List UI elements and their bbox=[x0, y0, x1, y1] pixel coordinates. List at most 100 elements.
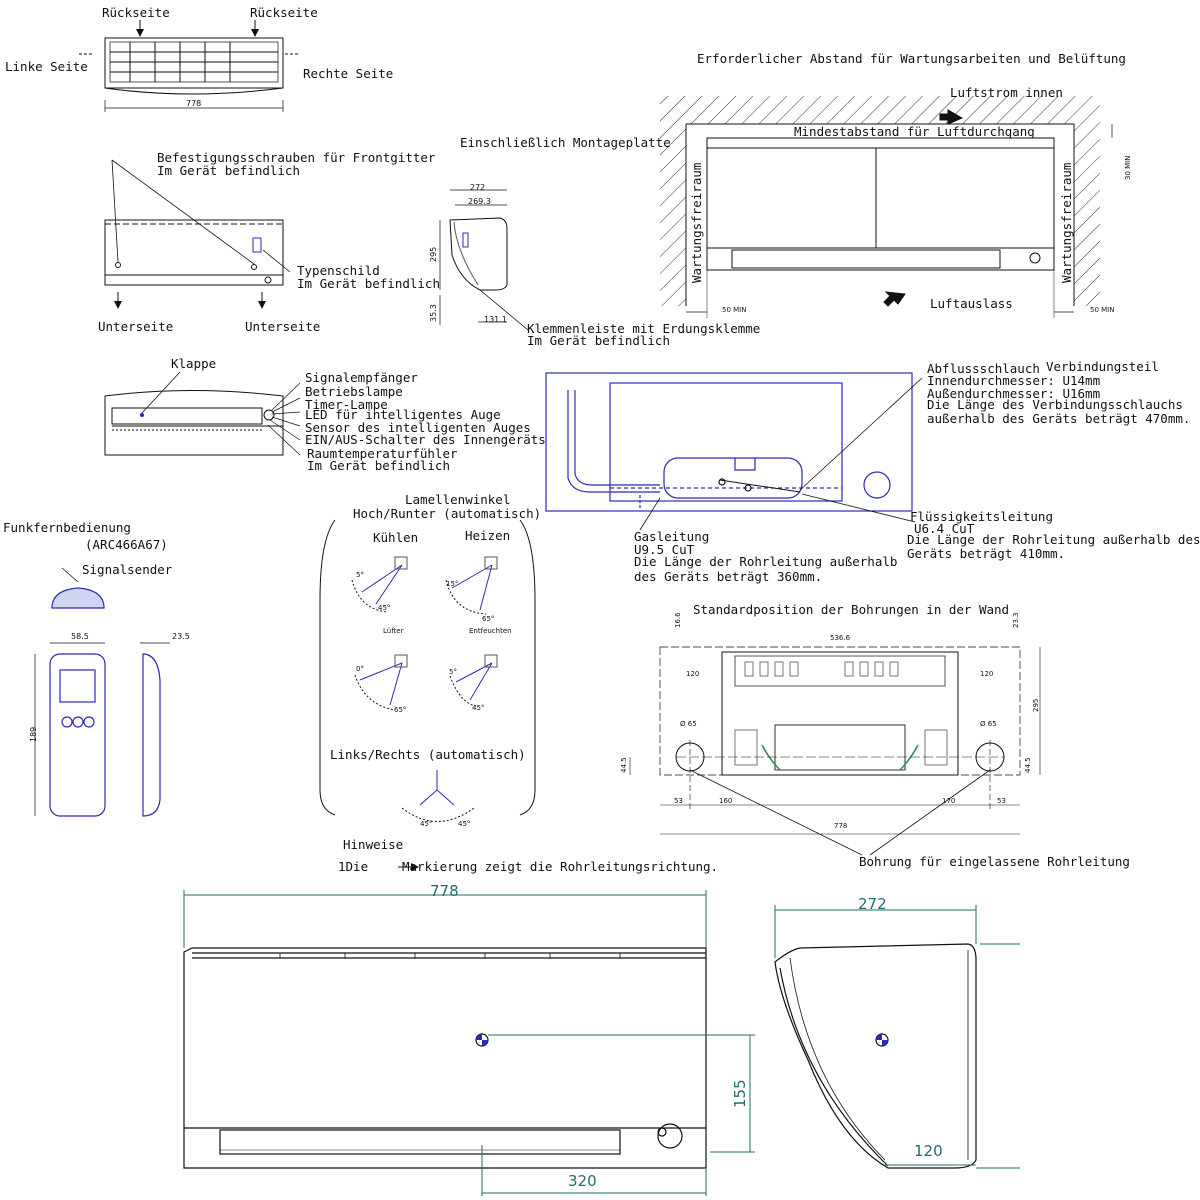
screws-label-2: Im Gerät befindlich bbox=[157, 163, 300, 178]
large-front-width: 778 bbox=[430, 882, 459, 900]
side-dim-295: 295 bbox=[429, 246, 438, 262]
side-dim-35: 35.3 bbox=[429, 304, 438, 322]
wall-dim-536: 536.6 bbox=[830, 634, 851, 642]
wall-dim-65b: Ø 65 bbox=[980, 720, 997, 728]
typenschild-label-2: Im Gerät befindlich bbox=[297, 276, 440, 291]
large-side-depth: 272 bbox=[858, 895, 887, 913]
montage-label: Einschließlich Montageplatte bbox=[460, 135, 671, 150]
min30-label: 30 MIN bbox=[1124, 155, 1132, 180]
betriebslampe-label: Betriebslampe bbox=[305, 384, 403, 399]
top-width-dim: 778 bbox=[186, 99, 202, 108]
side-dim-131: 131.1 bbox=[484, 315, 507, 324]
raumtemp-sub-label: Im Gerät befindlich bbox=[307, 458, 450, 473]
heizen-label: Heizen bbox=[465, 528, 511, 543]
large-front-offset: 320 bbox=[568, 1172, 597, 1190]
kuehlen-label: Kühlen bbox=[373, 530, 419, 545]
remote-title: Funkfernbedienung bbox=[3, 520, 131, 535]
fl-label-3: Die Länge der Rohrleitung außerhalb des bbox=[907, 532, 1200, 547]
louver-title-1: Lamellenwinkel bbox=[405, 492, 511, 507]
fl-label-1: Flüssigkeitsleitung bbox=[910, 509, 1053, 524]
wall-holes-diagram bbox=[629, 646, 1041, 856]
side-dim-269: 269.3 bbox=[468, 197, 491, 206]
gas-label-3: Die Länge der Rohrleitung außerhalb bbox=[634, 554, 898, 569]
laenge-label-2: außerhalb des Geräts beträgt 470mm. bbox=[927, 411, 1191, 426]
signalsender-label: Signalsender bbox=[82, 562, 173, 577]
wartung-label-left: Wartungsfreiraum bbox=[689, 162, 704, 283]
min50-left-label: 50 MIN bbox=[722, 306, 747, 314]
luftauslass-label: Luftauslass bbox=[930, 296, 1013, 311]
wall-dim-16: 16.6 bbox=[674, 612, 682, 628]
note-text: Markierung zeigt die Rohrleitungsrichtun… bbox=[402, 859, 719, 874]
clearance-diagram bbox=[660, 96, 1113, 318]
wall-holes-title: Standardposition der Bohrungen in der Wa… bbox=[693, 602, 1010, 617]
raumtemp-label: Raumtemperaturfühler bbox=[307, 446, 458, 461]
angle-5a: 5° bbox=[356, 571, 364, 579]
verbindung-label: Verbindungsteil bbox=[1046, 359, 1159, 374]
top-view-unit bbox=[78, 20, 300, 112]
hinweise-label: Hinweise bbox=[343, 837, 404, 852]
louver-title-2: Hoch/Runter (automatisch) bbox=[353, 506, 542, 521]
screws-label-1: Befestigungsschrauben für Frontgitter bbox=[157, 150, 436, 165]
piping-diagram bbox=[545, 372, 923, 531]
large-front-height: 155 bbox=[731, 1079, 749, 1108]
aussen-label: Außendurchmesser: U16mm bbox=[927, 386, 1101, 401]
lr-angle-45b: 45° bbox=[458, 820, 471, 828]
klemme-label-2: Im Gerät befindlich bbox=[527, 333, 670, 348]
entfeuchten-label: Entfeuchten bbox=[469, 627, 512, 635]
sensor-auge-label: Sensor des intelligenten Auges bbox=[305, 420, 531, 435]
rueckseite-label-right: Rückseite bbox=[250, 5, 318, 20]
remote-model: (ARC466A67) bbox=[85, 537, 168, 552]
large-side-view bbox=[774, 905, 1020, 1169]
angle-0: 0° bbox=[356, 665, 364, 673]
remote-dim-189: 189 bbox=[29, 726, 38, 742]
timer-lampe-label: Timer-Lampe bbox=[305, 397, 388, 412]
note-prefix: 1Die bbox=[338, 859, 369, 874]
remote-control-drawing bbox=[34, 567, 170, 817]
angle-45a: 45° bbox=[378, 604, 391, 612]
front-view-unit bbox=[104, 159, 291, 309]
wall-dim-53a: 53 bbox=[674, 797, 683, 805]
lr-angle-45a: 45° bbox=[420, 820, 433, 828]
ein-aus-label: EIN/AUS-Schalter des Innengeräts bbox=[305, 432, 546, 447]
wall-dim-120b: 120 bbox=[980, 670, 994, 678]
unterseite-label-left: Unterseite bbox=[98, 319, 174, 334]
mindest-label: Mindestabstand für Luftdurchgang bbox=[794, 124, 1035, 139]
wall-dim-53b: 53 bbox=[997, 797, 1006, 805]
angle-5b: 5° bbox=[449, 668, 457, 676]
angle-65a: 65° bbox=[482, 615, 495, 623]
bohrung-label: Bohrung für eingelassene Rohrleitung bbox=[859, 854, 1130, 869]
angle-45b: 45° bbox=[472, 704, 485, 712]
louver-angle-diagrams bbox=[319, 519, 536, 871]
side-dim-272: 272 bbox=[470, 183, 486, 192]
innen-label: Innendurchmesser: U14mm bbox=[927, 373, 1101, 388]
fl-label-2: U6.4 CuT bbox=[914, 521, 975, 536]
signalempfaenger-label: Signalempfänger bbox=[305, 370, 418, 385]
wall-dim-295: 295 bbox=[1032, 698, 1040, 712]
wall-dim-65a: Ø 65 bbox=[680, 720, 697, 728]
gas-label-1: Gasleitung bbox=[634, 529, 710, 544]
luftstrom-label: Luftstrom innen bbox=[950, 85, 1063, 100]
remote-dim-23: 23.5 bbox=[172, 632, 190, 641]
gas-label-4: des Geräts beträgt 360mm. bbox=[634, 569, 823, 584]
typenschild-label-1: Typenschild bbox=[297, 263, 380, 278]
gas-label-2: U9.5 CuT bbox=[634, 542, 695, 557]
wall-dim-120a: 120 bbox=[686, 670, 700, 678]
large-front-view bbox=[183, 890, 755, 1196]
led-auge-label: LED für intelligentes Auge bbox=[305, 407, 501, 422]
laenge-label-1: Die Länge des Verbindungsschlauchs bbox=[927, 397, 1183, 412]
angle-65b: 65° bbox=[394, 706, 407, 714]
wall-dim-23: 23.3 bbox=[1012, 612, 1020, 628]
wartung-label-right: Wartungsfreiraum bbox=[1059, 162, 1074, 283]
remote-dim-58: 58.5 bbox=[71, 632, 89, 641]
rueckseite-label-left: Rückseite bbox=[102, 5, 170, 20]
bottom-view-unit bbox=[104, 371, 301, 456]
wall-dim-160: 160 bbox=[719, 797, 733, 805]
wall-dim-44a: 44.5 bbox=[620, 757, 628, 773]
abfluss-label: Abflussschlauch bbox=[927, 361, 1040, 376]
wall-dim-170: 170 bbox=[942, 797, 956, 805]
rechte-seite-label: Rechte Seite bbox=[303, 66, 394, 81]
angle-15: 15° bbox=[446, 580, 459, 588]
clearance-title: Erforderlicher Abstand für Wartungsarbei… bbox=[697, 51, 1126, 66]
wall-dim-778: 778 bbox=[834, 822, 848, 830]
